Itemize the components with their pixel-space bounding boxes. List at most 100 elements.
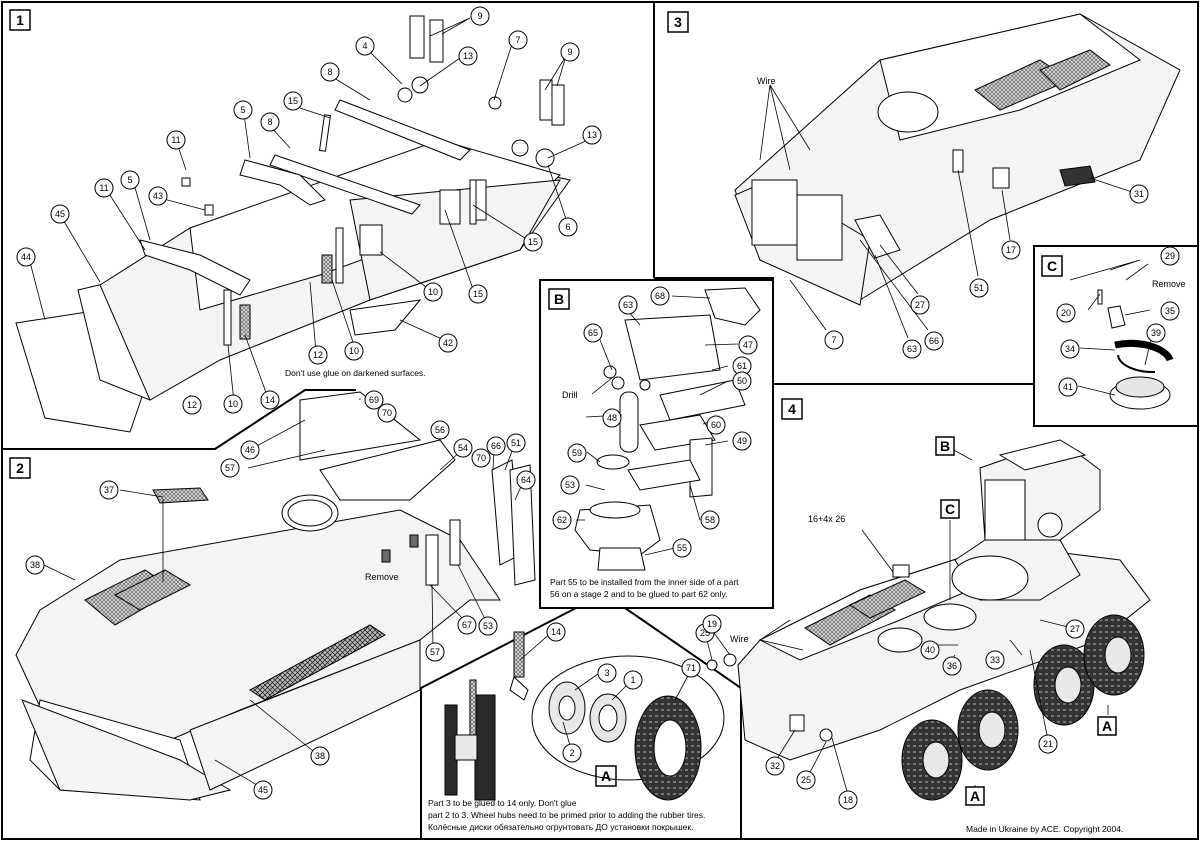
part-number-text: 63 bbox=[623, 300, 633, 310]
part-number-text: 27 bbox=[915, 300, 925, 310]
part-number-text: 3 bbox=[604, 668, 609, 678]
subassembly-C-drawing bbox=[1069, 259, 1174, 410]
part-number-text: 13 bbox=[463, 51, 473, 61]
part-number-text: 5 bbox=[127, 175, 132, 185]
part-callout-20: 20 bbox=[1056, 303, 1076, 323]
part-number-text: 57 bbox=[225, 463, 235, 473]
part-callout-8: 8 bbox=[260, 112, 280, 132]
part-number-text: 25 bbox=[700, 628, 710, 638]
part-number-text: 34 bbox=[1065, 344, 1075, 354]
part-callout-65: 65 bbox=[583, 323, 603, 343]
step4-label-C: C bbox=[940, 499, 960, 519]
part-callout-27: 27 bbox=[1065, 619, 1085, 639]
step-number-2: 2 bbox=[9, 457, 31, 479]
part-callout-9: 9 bbox=[560, 42, 580, 62]
step-number-1: 1 bbox=[9, 9, 31, 31]
part-callout-56: 56 bbox=[430, 420, 450, 440]
part-callout-21: 21 bbox=[1038, 734, 1058, 754]
part-callout-2: 2 bbox=[562, 743, 582, 763]
step-number-3: 3 bbox=[667, 11, 689, 33]
part-callout-19: 19 bbox=[702, 614, 722, 634]
part-callout-53: 53 bbox=[478, 616, 498, 636]
part-callout-45: 45 bbox=[253, 780, 273, 800]
part-number-text: 55 bbox=[677, 543, 687, 553]
part-callout-39: 39 bbox=[1146, 323, 1166, 343]
part-callout-57: 57 bbox=[425, 642, 445, 662]
part-number-text: 39 bbox=[1151, 328, 1161, 338]
remove-label-C: Remove bbox=[1152, 279, 1186, 289]
part-number-text: 38 bbox=[315, 751, 325, 761]
part-number-text: 18 bbox=[843, 795, 853, 805]
svg-text:A: A bbox=[970, 788, 980, 804]
svg-text:A: A bbox=[1102, 718, 1112, 734]
part-callout-29: 29 bbox=[1160, 246, 1180, 266]
part-callout-44: 44 bbox=[16, 247, 36, 267]
copyright-text: Made in Ukraine by ACE. Copyright 2004. bbox=[966, 824, 1123, 834]
svg-text:B: B bbox=[554, 291, 564, 307]
note-a-line1: Part 3 to be glued to 14 only. Don't glu… bbox=[428, 798, 577, 808]
part-callout-58: 58 bbox=[700, 510, 720, 530]
part-callout-35: 35 bbox=[1160, 301, 1180, 321]
part-callout-47: 47 bbox=[738, 335, 758, 355]
part-callout-57: 57 bbox=[220, 458, 240, 478]
part-callout-53: 53 bbox=[560, 475, 580, 495]
part-callout-66: 66 bbox=[924, 331, 944, 351]
step4-label-A-front: A bbox=[965, 786, 985, 806]
part-callout-51: 51 bbox=[506, 433, 526, 453]
part-callout-36: 36 bbox=[942, 656, 962, 676]
part-callout-14: 14 bbox=[546, 622, 566, 642]
part-number-text: 19 bbox=[707, 619, 717, 629]
part-number-text: 20 bbox=[1061, 308, 1071, 318]
part-number-text: 50 bbox=[737, 376, 747, 386]
part-number-text: 10 bbox=[428, 287, 438, 297]
part-callout-70: 70 bbox=[377, 403, 397, 423]
svg-text:4: 4 bbox=[788, 401, 796, 417]
part-callout-14: 14 bbox=[260, 390, 280, 410]
part-number-text: 35 bbox=[1165, 306, 1175, 316]
part-number-text: 57 bbox=[430, 647, 440, 657]
part-callout-17: 17 bbox=[1001, 240, 1021, 260]
part-callout-54: 54 bbox=[453, 438, 473, 458]
part-number-text: 65 bbox=[588, 328, 598, 338]
part-callout-4: 4 bbox=[355, 36, 375, 56]
part-callout-37: 37 bbox=[99, 480, 119, 500]
part-callout-25: 25 bbox=[796, 770, 816, 790]
part-number-text: 66 bbox=[929, 336, 939, 346]
part-number-text: 45 bbox=[258, 785, 268, 795]
part-number-text: 44 bbox=[21, 252, 31, 262]
part-number-text: 68 bbox=[655, 291, 665, 301]
svg-text:1: 1 bbox=[16, 12, 24, 28]
part-callout-60: 60 bbox=[706, 415, 726, 435]
svg-text:2: 2 bbox=[16, 460, 24, 476]
part-callout-12: 12 bbox=[308, 345, 328, 365]
part-number-text: 61 bbox=[737, 361, 747, 371]
part-callout-7: 7 bbox=[824, 330, 844, 350]
part-callout-27: 27 bbox=[910, 295, 930, 315]
part-number-text: 6 bbox=[565, 222, 570, 232]
step1-hull-drawing bbox=[15, 15, 589, 433]
part-number-text: 7 bbox=[515, 35, 520, 45]
part-number-text: 40 bbox=[925, 645, 935, 655]
part-callout-1: 1 bbox=[623, 670, 643, 690]
part-callout-51: 51 bbox=[969, 278, 989, 298]
part-number-text: 62 bbox=[557, 515, 567, 525]
step4-wheels bbox=[901, 614, 1145, 801]
part-number-text: 51 bbox=[511, 438, 521, 448]
part-callout-34: 34 bbox=[1060, 339, 1080, 359]
part-number-text: 45 bbox=[55, 209, 65, 219]
part-number-text: 46 bbox=[245, 445, 255, 455]
part-callout-45: 45 bbox=[50, 204, 70, 224]
callout-16-26: 16+4x 26 bbox=[808, 514, 845, 524]
part-callout-48: 48 bbox=[602, 408, 622, 428]
note-a-line2: part 2 to 3. Wheel hubs need to be prime… bbox=[428, 810, 705, 820]
part-callout-64: 64 bbox=[516, 470, 536, 490]
svg-text:3: 3 bbox=[674, 14, 682, 30]
part-callout-9: 9 bbox=[470, 6, 490, 26]
part-number-text: 15 bbox=[288, 96, 298, 106]
part-callout-10: 10 bbox=[344, 341, 364, 361]
subassembly-label-B: B bbox=[548, 288, 570, 310]
part-callout-5: 5 bbox=[233, 100, 253, 120]
part-number-text: 49 bbox=[737, 436, 747, 446]
svg-text:A: A bbox=[601, 768, 611, 784]
